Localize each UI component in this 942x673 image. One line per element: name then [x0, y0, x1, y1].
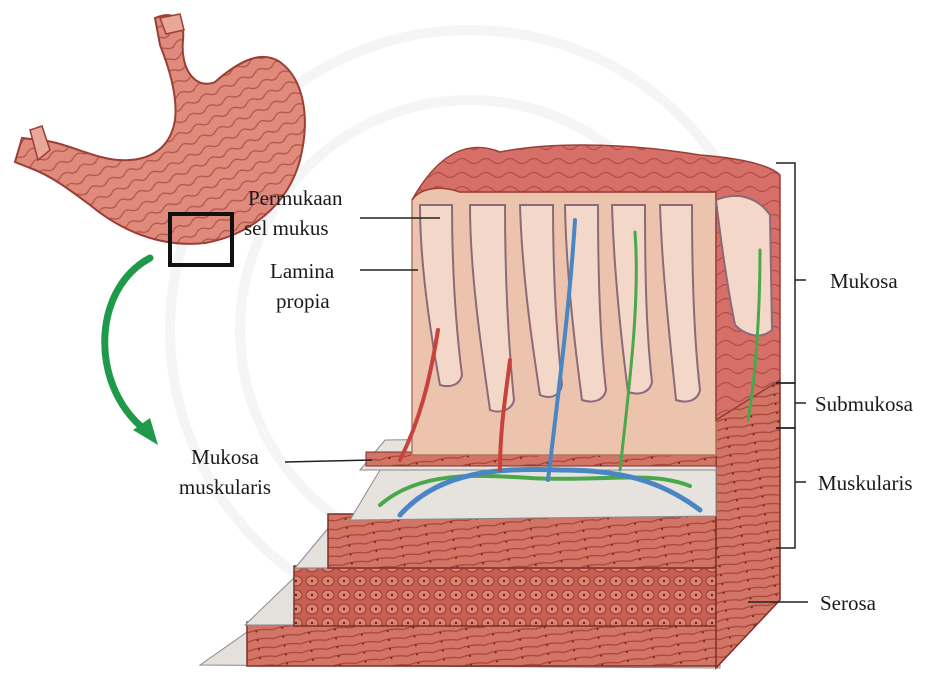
label-muscularis-mucosae-line1: Mukosa: [172, 444, 278, 470]
zoom-arrow: [105, 258, 158, 445]
label-lamina-propria-line2: propia: [276, 288, 330, 314]
label-surface-mucous-line1: Permukaan: [248, 185, 342, 211]
label-mucosa: Mukosa: [830, 268, 898, 294]
label-surface-mucous-line2: sel mukus: [244, 215, 329, 241]
label-serosa: Serosa: [820, 590, 876, 616]
label-lamina-propria-line1: Lamina: [270, 258, 334, 284]
label-submucosa: Submukosa: [815, 391, 913, 417]
label-muscularis: Muskularis: [818, 470, 913, 496]
label-muscularis-mucosae-line2: muskularis: [172, 474, 278, 500]
